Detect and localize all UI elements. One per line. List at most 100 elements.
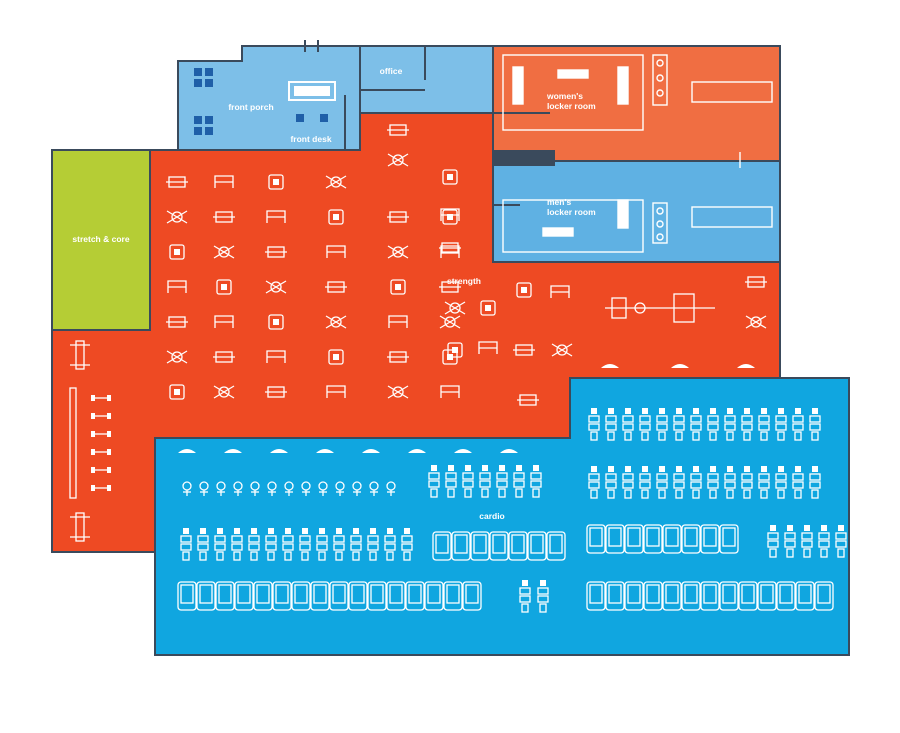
ceiling-fan-icon <box>178 449 196 453</box>
treadmill-icon <box>462 581 482 611</box>
strength-machine-icon <box>440 385 460 398</box>
elliptical-icon <box>741 408 753 441</box>
elliptical-icon <box>197 528 209 561</box>
strength-machine-icon <box>213 351 235 363</box>
strength-machine-icon <box>166 176 188 188</box>
treadmill-icon <box>738 581 758 611</box>
treadmill-icon <box>470 531 490 561</box>
ceiling-fan-icon <box>408 449 426 453</box>
strength-machine-icon <box>213 385 235 399</box>
dumbbell-icon <box>91 449 111 455</box>
elliptical-icon <box>690 466 702 499</box>
strength-machine-icon <box>478 341 498 354</box>
elliptical-icon <box>350 528 362 561</box>
bike-icon <box>267 481 277 496</box>
label-mens-locker-room-1: men's <box>547 197 571 207</box>
treadmill-icon <box>386 581 406 611</box>
strength-machine-icon <box>166 350 188 364</box>
bike-icon <box>250 481 260 496</box>
elliptical-icon <box>809 408 821 441</box>
treadmill-icon <box>329 581 349 611</box>
elliptical-icon <box>707 466 719 499</box>
strength-machine-icon <box>265 246 287 258</box>
mens-locker-room-area <box>492 160 781 263</box>
treadmill-icon <box>757 581 777 611</box>
equipment-layer <box>69 124 847 613</box>
bike-icon <box>284 481 294 496</box>
ceiling-fan-icon <box>500 449 518 453</box>
label-strength: strength <box>447 276 481 286</box>
treadmill-icon <box>489 531 509 561</box>
strength-machine-icon <box>513 344 535 356</box>
treadmill-icon <box>405 581 425 611</box>
strength-machine-icon <box>447 342 463 358</box>
elliptical-icon <box>588 408 600 441</box>
ceiling-fan-icon <box>224 449 242 453</box>
power-rack-icon <box>605 293 715 323</box>
strength-machine-icon <box>387 153 409 167</box>
elliptical-icon <box>767 525 779 558</box>
elliptical-icon <box>496 465 508 498</box>
bike-icon <box>216 481 226 496</box>
treadmill-icon <box>700 524 720 554</box>
treadmill-icon <box>443 581 463 611</box>
strength-machine-icon <box>442 169 458 185</box>
dumbbell-icon <box>91 431 111 437</box>
label-stretch-core: stretch & core <box>72 234 129 244</box>
elliptical-icon <box>639 466 651 499</box>
strength-machine-icon <box>388 315 408 328</box>
elliptical-icon <box>333 528 345 561</box>
elliptical-icon <box>428 465 440 498</box>
womens-locker-room-area <box>492 45 781 162</box>
room-labels: stretch & core front porch front desk of… <box>72 66 596 521</box>
strength-machine-icon <box>550 285 570 298</box>
elliptical-icon <box>214 528 226 561</box>
bike-icon <box>301 481 311 496</box>
treadmill-icon <box>546 531 566 561</box>
bike-icon <box>182 481 192 496</box>
treadmill-icon <box>424 581 444 611</box>
strength-machine-icon <box>551 343 573 357</box>
elliptical-icon <box>513 465 525 498</box>
treadmill-icon <box>508 531 528 561</box>
label-cardio: cardio <box>479 511 505 521</box>
label-front-desk: front desk <box>290 134 331 144</box>
treadmill-icon <box>527 531 547 561</box>
elliptical-icon <box>818 525 830 558</box>
elliptical-icon <box>724 408 736 441</box>
treadmill-icon <box>662 581 682 611</box>
strength-machine-icon <box>268 314 284 330</box>
strength-machine-icon <box>387 351 409 363</box>
elliptical-icon <box>792 466 804 499</box>
bike-icon <box>233 481 243 496</box>
label-womens-locker-room-2: locker room <box>547 101 596 111</box>
ceiling-fan-icon <box>601 364 619 368</box>
elliptical-icon <box>707 408 719 441</box>
elliptical-icon <box>384 528 396 561</box>
treadmill-icon <box>177 581 197 611</box>
ceiling-fan-icon <box>737 364 755 368</box>
elliptical-icon <box>519 580 531 613</box>
strength-machine-icon <box>439 242 461 254</box>
ceiling-fan-icon <box>671 364 689 368</box>
strength-machine-icon <box>440 208 460 221</box>
label-mens-locker-room-2: locker room <box>547 207 596 217</box>
elliptical-icon <box>248 528 260 561</box>
elliptical-icon <box>724 466 736 499</box>
treadmill-icon <box>348 581 368 611</box>
strength-machine-icon <box>328 209 344 225</box>
elliptical-icon <box>605 466 617 499</box>
treadmill-icon <box>662 524 682 554</box>
strength-machine-icon <box>517 394 539 406</box>
strength-machine-icon <box>214 175 234 188</box>
label-front-porch: front porch <box>228 102 273 112</box>
elliptical-icon <box>605 408 617 441</box>
treadmill-icon <box>624 581 644 611</box>
strength-machine-icon <box>325 281 347 293</box>
elliptical-icon <box>784 525 796 558</box>
bench-icon <box>70 512 90 542</box>
strength-machine-icon <box>480 300 496 316</box>
elliptical-icon <box>316 528 328 561</box>
elliptical-icon <box>462 465 474 498</box>
